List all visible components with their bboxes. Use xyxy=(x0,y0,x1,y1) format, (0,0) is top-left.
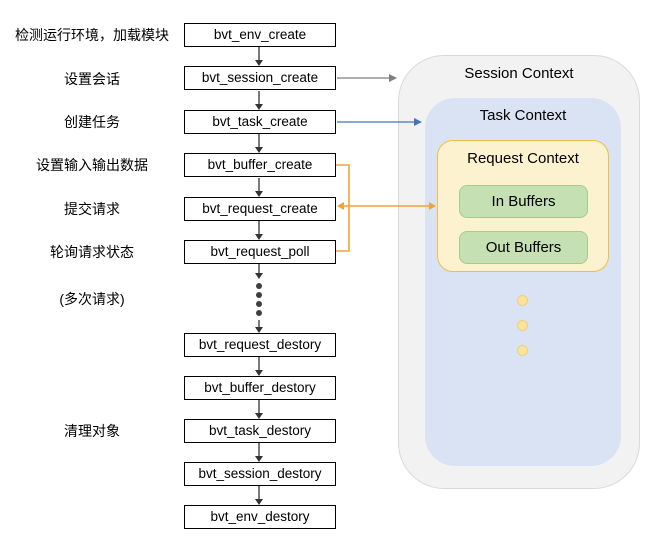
flow-box-request-poll: bvt_request_poll xyxy=(184,240,336,264)
context-ellipsis-dot xyxy=(517,320,528,331)
context-ellipsis-dot xyxy=(517,345,528,356)
step-label-repeat: (多次请求) xyxy=(59,291,125,307)
step-label-env: 检测运行环境，加载模块 xyxy=(15,27,169,43)
task-context-box: Task Context Request Context In Buffers … xyxy=(425,98,621,466)
flow-box-env-create: bvt_env_create xyxy=(184,23,336,47)
session-context-box: Session Context Task Context Request Con… xyxy=(398,55,640,489)
step-label-buffer: 设置输入输出数据 xyxy=(36,157,148,173)
session-context-title: Session Context xyxy=(464,65,574,82)
flow-box-buffer-destory: bvt_buffer_destory xyxy=(184,376,336,400)
out-buffers-box: Out Buffers xyxy=(459,231,588,264)
request-bracket xyxy=(336,164,350,252)
task-context-title: Task Context xyxy=(479,107,567,124)
step-label-cleanup: 清理对象 xyxy=(64,423,120,439)
flow-box-buffer-create: bvt_buffer_create xyxy=(184,153,336,177)
step-label-request: 提交请求 xyxy=(64,201,120,217)
flow-box-task-create: bvt_task_create xyxy=(184,110,336,134)
flow-box-request-create: bvt_request_create xyxy=(184,197,336,221)
step-label-poll: 轮询请求状态 xyxy=(50,244,134,260)
request-context-box: Request Context In Buffers Out Buffers xyxy=(437,140,609,272)
context-ellipsis-dot xyxy=(517,295,528,306)
step-label-task: 创建任务 xyxy=(64,114,120,130)
flow-box-env-destory: bvt_env_destory xyxy=(184,505,336,529)
request-context-title: Request Context xyxy=(467,150,579,167)
step-label-session: 设置会话 xyxy=(64,71,120,87)
flow-box-request-destory: bvt_request_destory xyxy=(184,333,336,357)
flow-box-task-destory: bvt_task_destory xyxy=(184,419,336,443)
in-buffers-box: In Buffers xyxy=(459,185,588,218)
flow-box-session-destory: bvt_session_destory xyxy=(184,462,336,486)
flow-box-session-create: bvt_session_create xyxy=(184,66,336,90)
session-link-arrow xyxy=(337,74,397,82)
flow-ellipsis-dots xyxy=(256,283,262,316)
